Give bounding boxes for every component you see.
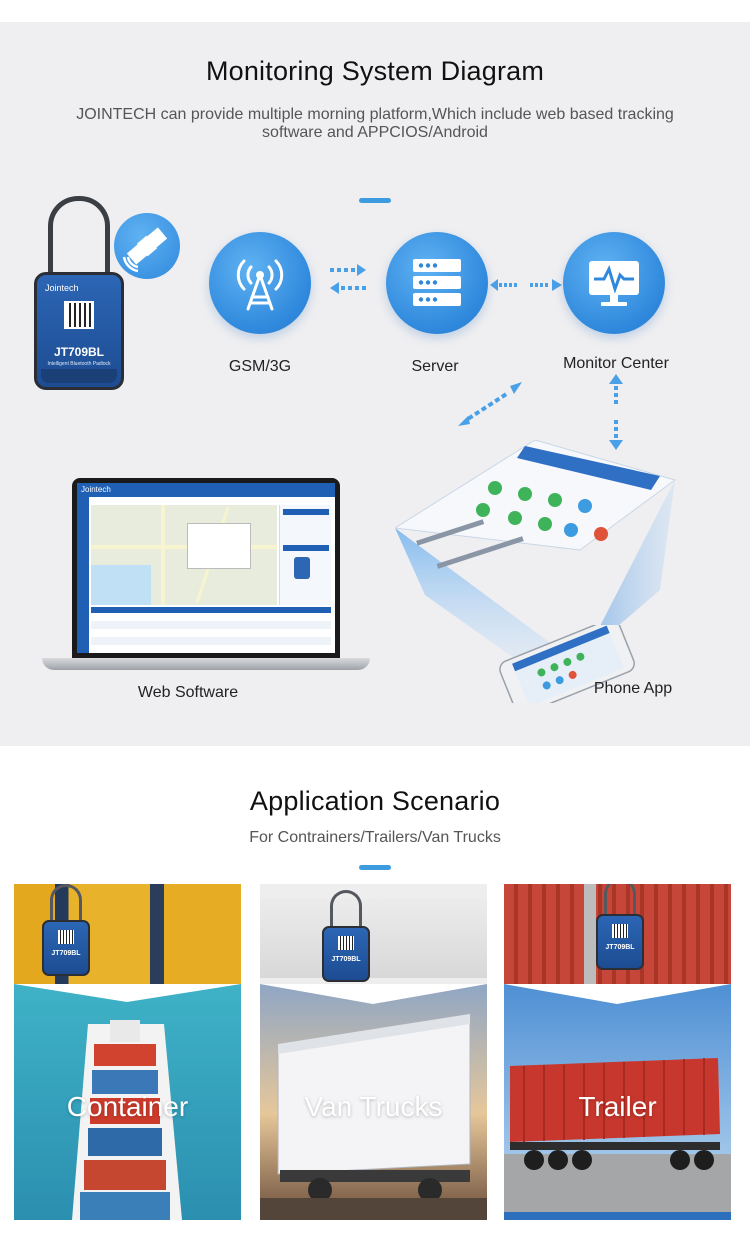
phone-app-label: Phone App (593, 680, 673, 697)
monitor-center-node (563, 232, 665, 334)
web-data-table (91, 607, 331, 651)
monitoring-section: Monitoring System Diagram JOINTECH can p… (0, 22, 750, 746)
padlock-device: Jointech JT709BL Intelligent Bluetooth P… (34, 196, 124, 396)
monitor-pulse-icon (589, 261, 639, 306)
qr-code-icon (64, 301, 94, 329)
web-sidebar (77, 497, 89, 653)
padlock-shackle (48, 196, 110, 288)
scenario-label-van-trucks: Van Trucks (304, 1091, 443, 1122)
padlock-foot (41, 369, 117, 383)
container-ship-photo (14, 984, 241, 1220)
card-lock-model: JT709BL (605, 944, 635, 951)
scenario-label-container: Container (66, 1091, 189, 1122)
smartphone (499, 625, 635, 703)
phone-app-projection (395, 440, 677, 680)
server-node (386, 232, 488, 334)
scenario-card-van-trucks: JT709BL Van Trucks (260, 884, 487, 1220)
server-label: Server (411, 358, 459, 375)
padlock-icon: JT709BL (322, 890, 370, 982)
laptop-web-software: Jointech (42, 478, 370, 673)
scenario-subtitle: For Contrainers/Trailers/Van Trucks (249, 829, 501, 846)
scenario-accent-bar (359, 865, 391, 870)
van-truck-photo (260, 984, 487, 1220)
padlock-icon: JT709BL (596, 884, 644, 970)
padlock-body: Jointech JT709BL Intelligent Bluetooth P… (34, 272, 124, 390)
server-monitor-arrows (490, 279, 562, 291)
padlock-model: JT709BL (53, 345, 105, 359)
accent-bar (359, 198, 391, 203)
server-web-arrows (458, 382, 522, 426)
padlock-icon: JT709BL (42, 884, 90, 976)
card-lock-model: JT709BL (51, 950, 81, 957)
scenario-label-trailer: Trailer (578, 1091, 657, 1122)
padlock-subtitle: Intelligent Bluetooth Padlock (47, 361, 111, 367)
scenario-title: Application Scenario (249, 786, 501, 816)
monitor-phone-arrows (609, 374, 623, 450)
gsm-node (209, 232, 311, 334)
web-side-panel (279, 505, 331, 605)
web-map (91, 505, 277, 605)
card-lock-model: JT709BL (331, 956, 361, 963)
laptop-screen: Jointech (72, 478, 340, 658)
server-icon (413, 259, 461, 306)
monitor-center-label: Monitor Center (563, 355, 669, 372)
trailer-photo (504, 984, 731, 1220)
satellite-icon (114, 213, 180, 279)
truck-door-photo (260, 884, 487, 984)
monitoring-title: Monitoring System Diagram (205, 56, 545, 86)
monitoring-subtitle: JOINTECH can provide multiple morning pl… (76, 106, 674, 141)
web-software-label: Web Software (137, 684, 239, 701)
cell-tower-icon (236, 259, 284, 311)
web-software-display: Jointech (77, 483, 335, 653)
web-header: Jointech (77, 483, 335, 497)
scenario-card-container: JT709BL Container (14, 884, 241, 1220)
laptop-base (42, 658, 370, 670)
gsm-label: GSM/3G (228, 358, 292, 375)
web-brand: Jointech (81, 485, 111, 494)
padlock-brand: Jointech (45, 283, 79, 293)
gsm-server-arrows (330, 264, 366, 294)
scenario-card-trailer: JT709BL Trailer (504, 884, 731, 1220)
